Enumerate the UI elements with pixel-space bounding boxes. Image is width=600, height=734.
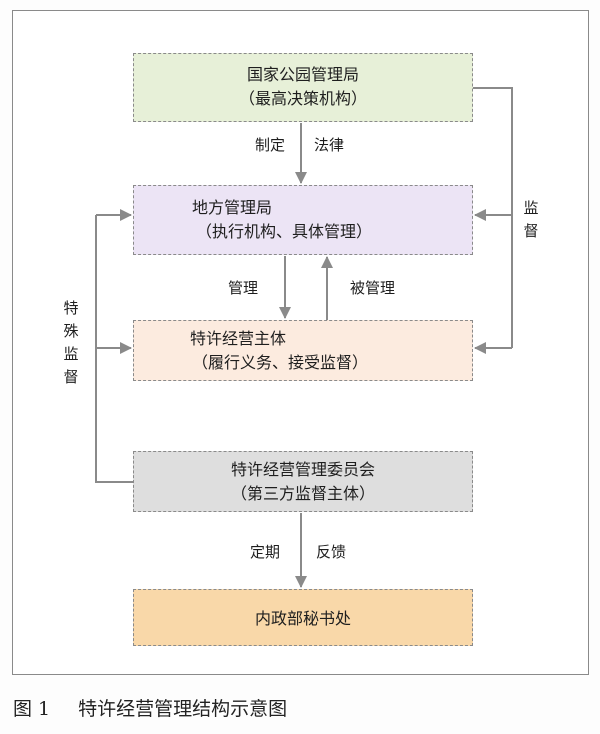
node-title: 地方管理局 xyxy=(192,198,273,217)
node-title: 特许经营管理委员会 xyxy=(230,460,375,479)
node-concession-committee: 特许经营管理委员会 （第三方监督主体） xyxy=(133,451,473,512)
node-subtitle: （履行义务、接受监督） xyxy=(192,353,369,372)
edge-label-formulate: 制定 xyxy=(255,136,286,154)
edge-label-supervise: 监 督 xyxy=(523,199,539,240)
line-special-supervise-left xyxy=(95,215,133,483)
node-subtitle: （执行机构、具体管理） xyxy=(196,222,373,241)
edge-label-managed: 被管理 xyxy=(350,279,396,297)
node-concession-entity: 特许经营主体 （履行义务、接受监督） xyxy=(133,320,473,381)
node-national-park-bureau: 国家公园管理局 （最高决策机构） xyxy=(133,53,473,122)
edge-label-law: 法律 xyxy=(314,136,345,154)
node-title: 特许经营主体 xyxy=(190,329,287,348)
figure-title: 特许经营管理结构示意图 xyxy=(78,698,288,720)
line-supervise-right xyxy=(473,87,513,348)
node-subtitle: （最高决策机构） xyxy=(238,89,367,108)
edge-label-feedback: 反馈 xyxy=(316,543,347,561)
node-title: 内政部秘书处 xyxy=(254,609,351,628)
edge-label-manage: 管理 xyxy=(228,279,259,297)
node-subtitle: （第三方监督主体） xyxy=(230,484,375,503)
node-local-bureau: 地方管理局 （执行机构、具体管理） xyxy=(133,185,473,255)
node-secretariat: 内政部秘书处 xyxy=(133,589,473,646)
edge-label-regular: 定期 xyxy=(250,543,281,561)
figure-caption: 图 1 特许经营管理结构示意图 xyxy=(13,696,287,722)
node-title: 国家公园管理局 xyxy=(246,65,359,84)
figure-number: 图 1 xyxy=(13,698,51,720)
edge-label-special-supervise: 特 殊 监 督 xyxy=(63,299,79,386)
